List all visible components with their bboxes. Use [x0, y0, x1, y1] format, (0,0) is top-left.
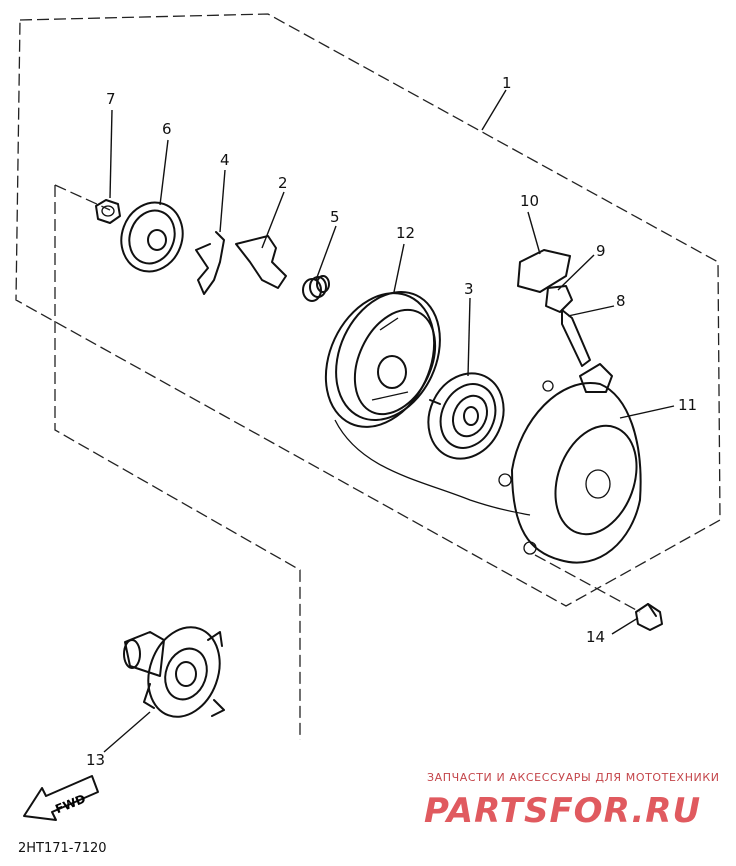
- subassembly-boundary-dashed: [54, 185, 301, 740]
- part-12-reel: [324, 290, 441, 428]
- callout-2: 2: [278, 174, 288, 192]
- callout-6: 6: [162, 120, 172, 138]
- callout-13: 13: [86, 751, 105, 769]
- part-8-rope-guide: [561, 309, 591, 367]
- part-4-spring-clip: [195, 231, 225, 295]
- part-7-nut: [95, 199, 121, 224]
- callout-5: 5: [330, 208, 340, 226]
- part-3-spiral-spring: [427, 372, 505, 460]
- callout-4: 4: [220, 151, 230, 169]
- part-6-plate: [120, 201, 184, 273]
- part-9-grip: [545, 285, 573, 313]
- watermark-brand: PARTSFOR.RU: [424, 791, 701, 831]
- callout-10: 10: [520, 192, 539, 210]
- callout-3: 3: [464, 280, 474, 298]
- part-2-ratchet: [235, 235, 287, 289]
- callout-11: 11: [678, 396, 697, 414]
- drawing-code: 2HT171-7120: [18, 841, 107, 856]
- fwd-direction-arrow: FWD: [23, 775, 99, 821]
- part-10-handle: [517, 249, 571, 293]
- callout-8: 8: [616, 292, 626, 310]
- part-13-drive-pulley: [123, 626, 225, 718]
- starter-rope: [334, 419, 531, 516]
- callout-12: 12: [396, 224, 415, 242]
- callout-7: 7: [106, 90, 116, 108]
- leader-lines: [103, 89, 675, 753]
- callout-14: 14: [586, 628, 605, 646]
- callout-1: 1: [502, 74, 512, 92]
- callout-9: 9: [596, 242, 606, 260]
- callout-labels: 7 6 4 2 5 12 3 1 10 9 8 11 14 13: [86, 74, 697, 769]
- watermark-tagline: ЗАПЧАСТИ И АКСЕССУАРЫ ДЛЯ МОТОТЕХНИКИ: [427, 771, 720, 784]
- part-11-starter-case: [498, 363, 642, 564]
- part-5-spring: [302, 275, 330, 302]
- bolt-assembly-line: [534, 554, 641, 613]
- fwd-label: FWD: [53, 792, 87, 817]
- assembly-boundary-dashed: [15, 13, 721, 607]
- part-14-bolt: [635, 603, 663, 631]
- subassembly-boundary-top: [54, 184, 111, 211]
